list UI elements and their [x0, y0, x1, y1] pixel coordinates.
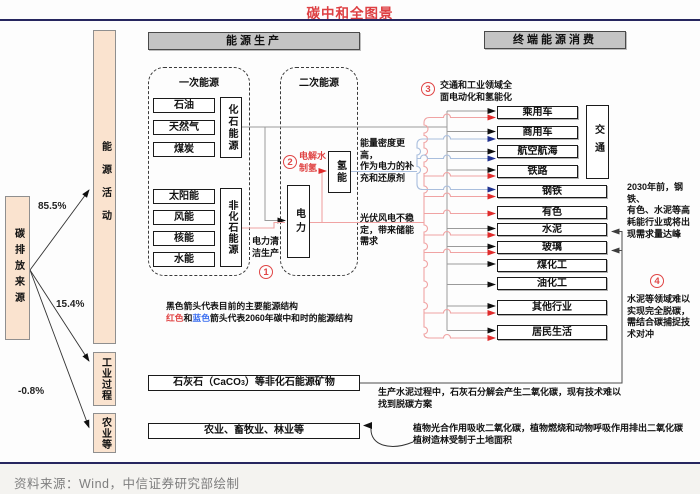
box-railway: 铁路 — [497, 165, 578, 178]
primary-energy-label: 一次能源 — [179, 78, 219, 89]
note-demand-peak-2030: 2030年前，钢铁、 有色、水泥等高 耗能行业或将出 现需求量达峰 — [627, 182, 691, 239]
primary-energy-group: 一次能源 — [148, 67, 250, 276]
box-electricity: 电力 — [287, 185, 310, 258]
box-steel: 钢铁 — [497, 185, 607, 198]
box-aviation-marine: 航空航海 — [497, 145, 578, 158]
bottom-rule — [0, 462, 700, 464]
box-agriculture-forestry: 农业、畜牧业、林业等 — [148, 423, 360, 439]
header-energy-production: 能源生产 — [148, 32, 360, 50]
circled-number-4: 4 — [650, 274, 664, 288]
pct-agriculture: -0.8% — [18, 386, 45, 397]
page-title: 碳中和全图景 — [306, 6, 394, 21]
box-nonfossil-energy: 非化石能源 — [220, 188, 242, 267]
pct-industrial-process: 15.4% — [56, 299, 85, 310]
box-cement: 水泥 — [497, 223, 607, 236]
box-oil-chemical: 油化工 — [497, 277, 607, 290]
box-passenger-car: 乘用车 — [497, 106, 578, 119]
box-wind: 风能 — [153, 210, 215, 225]
box-oil: 石油 — [153, 98, 215, 113]
box-nuclear: 核能 — [153, 231, 215, 246]
box-nonferrous: 有色 — [497, 206, 607, 219]
legend-colored-arrows: 红色和蓝色箭头代表2060年碳中和时的能源结构 — [166, 313, 353, 324]
note-electrolysis: 电解水 制氢 — [299, 151, 327, 173]
box-hydrogen: 氢能 — [328, 151, 351, 193]
note-plant-carbon-cycle: 植物光合作用吸收二氧化碳，植物燃烧和动物呼吸作用排出二氧化碳 植树造林受制于土地… — [413, 423, 684, 445]
emission-source-box: 碳排放来源 — [5, 196, 30, 340]
note-clean-power: 电力清 洁生产 — [252, 236, 280, 258]
category-energy-activity: 能源活动 — [93, 30, 116, 344]
box-coal-chemical: 煤化工 — [497, 259, 607, 272]
source-note: 资料来源：Wind，中信证券研究部绘制 — [14, 477, 240, 491]
box-residential-life: 居民生活 — [497, 325, 607, 340]
note-hydrogen-density: 能量密度更高， 作为电力的补 充和还原剂 — [360, 138, 415, 184]
category-agriculture: 农业等 — [93, 413, 116, 453]
circled-number-2: 2 — [283, 155, 297, 169]
note-storage-demand: 光伏风电不稳 定，带来储能 需求 — [360, 213, 415, 247]
footer-band — [0, 464, 700, 494]
header-terminal-consumption: 终端能源消费 — [484, 31, 626, 49]
note-electrification: 交通和工业领域全 面电动化和氢能化 — [440, 80, 513, 102]
box-commercial-vehicle: 商用车 — [497, 126, 578, 139]
note-cement-process: 生产水泥过程中，石灰石分解会产生二氧化碳，现有技术难以 找到脱碳方案 — [378, 387, 622, 409]
arrow-legend: 黑色箭头代表目前的主要能源结构 红色和蓝色箭头代表2060年碳中和时的能源结构 — [166, 300, 353, 324]
box-solar: 太阳能 — [153, 189, 215, 204]
secondary-energy-label: 二次能源 — [299, 78, 339, 89]
box-fossil-energy: 化石能源 — [220, 97, 242, 158]
category-industrial-process: 工业过程 — [93, 352, 116, 406]
caco3-subscript: 3 — [240, 379, 245, 387]
legend-black-arrows: 黑色箭头代表目前的主要能源结构 — [166, 301, 298, 311]
box-coal: 煤炭 — [153, 142, 215, 157]
circled-number-3: 3 — [421, 82, 435, 96]
box-glass: 玻璃 — [497, 241, 607, 254]
top-rule — [0, 19, 700, 21]
note-cement-offset: 水泥等领域难以 实现完全脱碳， 需结合碳捕捉技 术对冲 — [627, 294, 691, 340]
pct-energy-activity: 85.5% — [38, 201, 67, 212]
box-hydro: 水能 — [153, 252, 215, 267]
box-transport-group: 交通 — [586, 105, 609, 179]
box-other-industries: 其他行业 — [497, 300, 607, 315]
box-natural-gas: 天然气 — [153, 120, 215, 135]
circled-number-1: 1 — [259, 265, 273, 279]
